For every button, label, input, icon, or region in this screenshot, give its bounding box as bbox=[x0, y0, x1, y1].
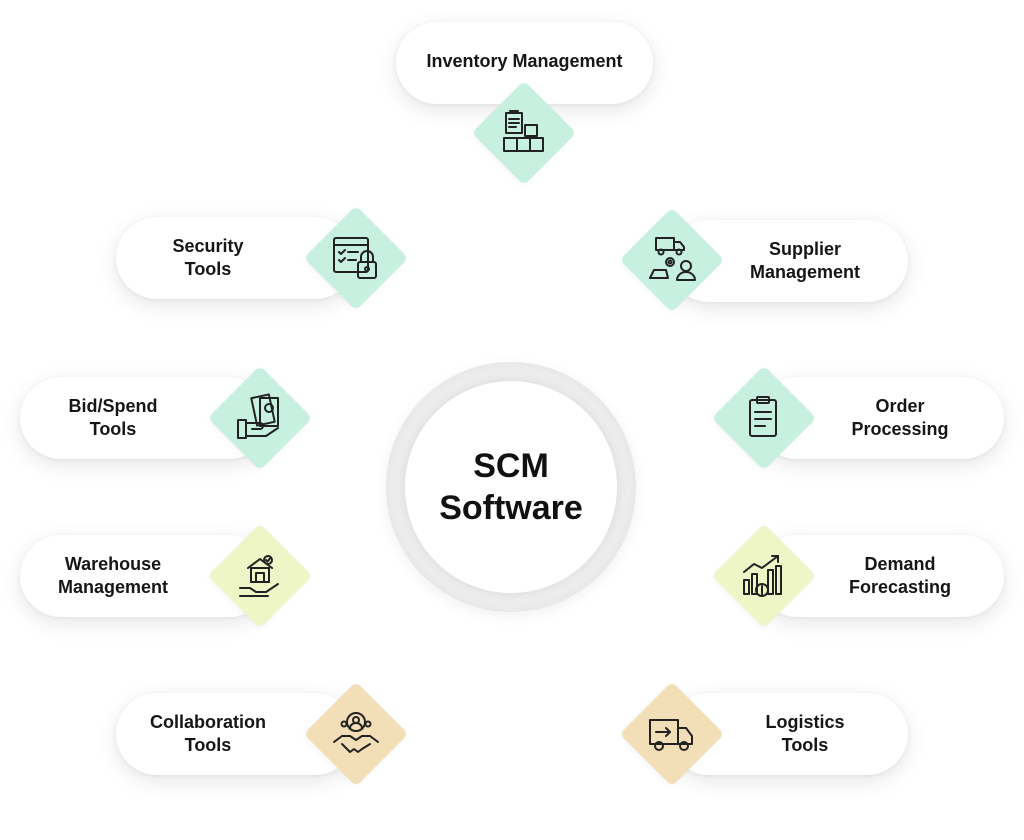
center-title-line1: SCM bbox=[473, 447, 549, 485]
node-label-line: Bid/Spend bbox=[68, 396, 158, 416]
node-label: Bid/Spend Tools bbox=[69, 395, 158, 441]
node-label-line: Order bbox=[875, 396, 925, 416]
money-hand-icon bbox=[234, 392, 286, 444]
clipboard-icon bbox=[738, 392, 790, 444]
node-label-line: Tools bbox=[184, 259, 232, 279]
node-label-line: Supplier bbox=[768, 239, 841, 259]
node-label: Order Processing bbox=[851, 395, 948, 441]
node-label-line: Inventory Management bbox=[426, 50, 623, 71]
growth-chart-icon bbox=[738, 550, 790, 602]
node-label-line: Collaboration bbox=[150, 712, 266, 732]
node-label-line: Warehouse bbox=[64, 554, 162, 574]
node-label: Inventory Management bbox=[426, 50, 622, 73]
supplier-truck-icon bbox=[646, 234, 698, 286]
node-label-line: Management bbox=[57, 577, 169, 597]
node-label-line: Security bbox=[172, 236, 244, 256]
node-label-line: Tools bbox=[89, 419, 137, 439]
center-title: SCM Software bbox=[439, 445, 583, 529]
center-title-line2: Software bbox=[439, 489, 583, 527]
node-label-line: Tools bbox=[184, 735, 232, 755]
node-label-line: Tools bbox=[781, 735, 829, 755]
node-inventory-management: Inventory Management bbox=[396, 22, 653, 104]
handshake-team-icon bbox=[330, 708, 382, 760]
node-label: Security Tools bbox=[172, 235, 243, 281]
node-label: Demand Forecasting bbox=[849, 553, 951, 599]
node-label: Logistics Tools bbox=[765, 711, 844, 757]
node-label: Supplier Management bbox=[750, 238, 860, 284]
warehouse-hand-icon bbox=[234, 550, 286, 602]
node-label-line: Processing bbox=[851, 419, 949, 439]
delivery-truck-icon bbox=[646, 708, 698, 760]
inventory-boxes-icon bbox=[498, 107, 550, 159]
node-label-line: Demand bbox=[864, 554, 936, 574]
node-label-line: Management bbox=[749, 262, 861, 282]
node-label-line: Forecasting bbox=[848, 577, 952, 597]
node-supplier-management: Supplier Management bbox=[668, 220, 908, 302]
security-lock-icon bbox=[330, 232, 382, 284]
node-label-line: Logistics bbox=[765, 712, 845, 732]
node-label: Warehouse Management bbox=[58, 553, 168, 599]
node-label: Collaboration Tools bbox=[150, 711, 266, 757]
center-hub: SCM Software bbox=[405, 381, 617, 593]
